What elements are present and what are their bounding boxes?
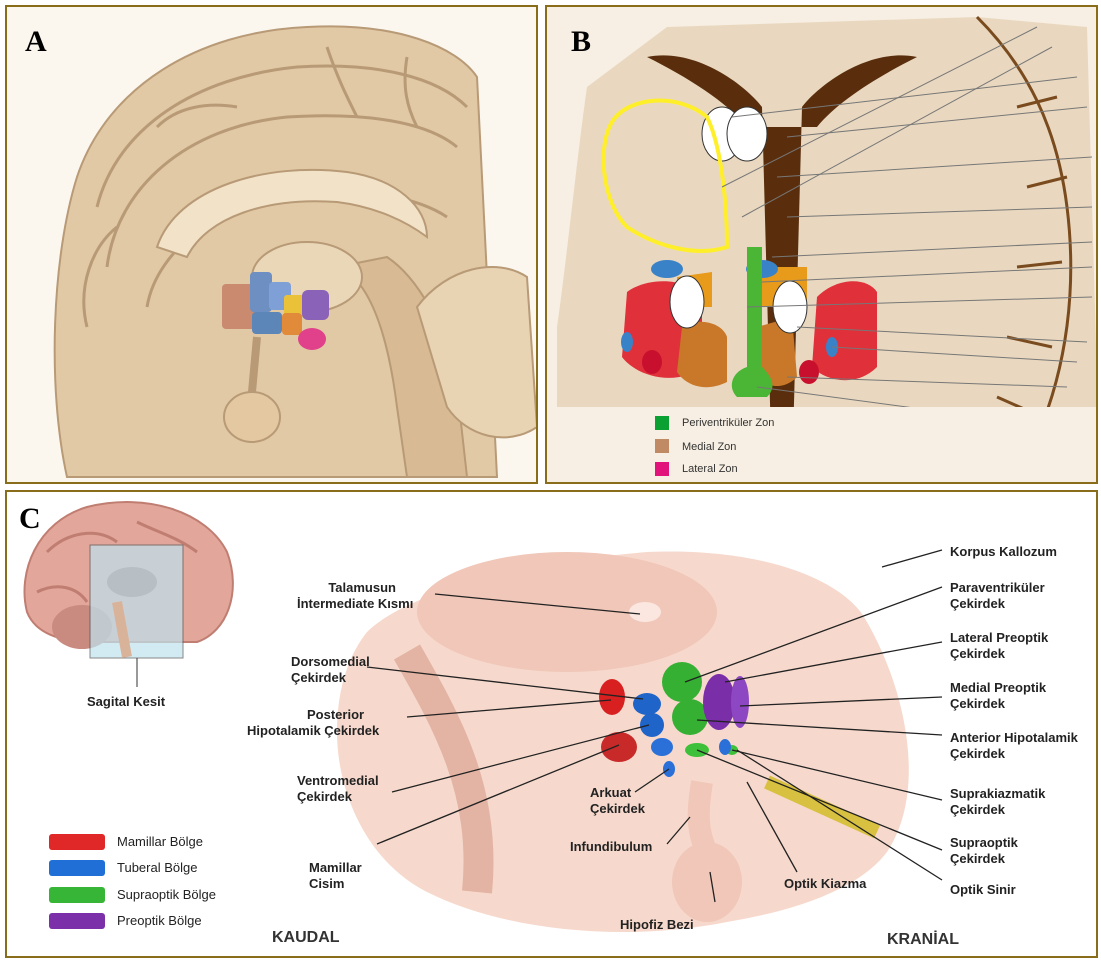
legend-swatch-periventricular xyxy=(655,416,669,430)
direction-kranial: KRANİAL xyxy=(887,931,959,949)
legend-swatch-medial xyxy=(655,439,669,453)
region-swatch-mamillar xyxy=(49,834,105,850)
panel-b: B Periventriküler Zon Medial Zon Lateral… xyxy=(545,5,1098,484)
label-korpus-kallozum: Korpus Kallozum xyxy=(950,544,1057,560)
label-posterior-line1: Posterior xyxy=(307,707,379,723)
label-paraventrikuler: Paraventriküler Çekirdek xyxy=(950,580,1045,612)
direction-kaudal: KAUDAL xyxy=(272,929,340,947)
label-anterior-hipotalamik: Anterior Hipotalamik Çekirdek xyxy=(950,730,1078,762)
label-hipofiz: Hipofiz Bezi xyxy=(620,917,694,933)
sagittal-brain-illustration xyxy=(7,7,538,484)
label-lateral-preoptik: Lateral Preoptik Çekirdek xyxy=(950,630,1048,662)
label-ventromedial: Ventromedial Çekirdek xyxy=(297,773,379,805)
legend-label-medial: Medial Zon xyxy=(682,441,736,453)
region-swatch-preoptik xyxy=(49,913,105,929)
label-suprakiazmatik-line2: Çekirdek xyxy=(950,802,1045,818)
label-medial-preoptik-line1: Medial Preoptik xyxy=(950,680,1046,696)
region-label-tuberal: Tuberal Bölge xyxy=(117,860,197,875)
label-arkuat: Arkuat Çekirdek xyxy=(590,785,645,817)
label-supraoptik-line1: Supraoptik xyxy=(950,835,1018,851)
legend-swatch-lateral xyxy=(655,462,669,476)
label-medial-preoptik-line2: Çekirdek xyxy=(950,696,1046,712)
label-medial-preoptik: Medial Preoptik Çekirdek xyxy=(950,680,1046,712)
region-label-supraoptik: Supraoptik Bölge xyxy=(117,887,216,902)
label-supraoptik: Supraoptik Çekirdek xyxy=(950,835,1018,867)
label-suprakiazmatik-line1: Suprakiazmatik xyxy=(950,786,1045,802)
label-arkuat-line2: Çekirdek xyxy=(590,801,645,817)
panel-c-letter: C xyxy=(19,502,41,536)
label-dorsomedial-line2: Çekirdek xyxy=(291,670,370,686)
legend-label-lateral: Lateral Zon xyxy=(682,463,738,475)
legend-label-periventricular: Periventriküler Zon xyxy=(682,417,774,429)
label-lateral-preoptik-line1: Lateral Preoptik xyxy=(950,630,1048,646)
label-suprakiazmatik: Suprakiazmatik Çekirdek xyxy=(950,786,1045,818)
label-posterior-line2: Hipotalamik Çekirdek xyxy=(247,723,379,739)
label-dorsomedial: Dorsomedial Çekirdek xyxy=(291,654,370,686)
region-label-mamillar: Mamillar Bölge xyxy=(117,834,203,849)
label-anterior-line2: Çekirdek xyxy=(950,746,1078,762)
label-talamus-line2: İntermediate Kısmı xyxy=(297,596,413,612)
label-posterior: Posterior Hipotalamik Çekirdek xyxy=(247,707,379,739)
label-talamus-line1: Talamusun xyxy=(311,580,413,596)
label-paraventrikuler-line1: Paraventriküler xyxy=(950,580,1045,596)
region-label-preoptik: Preoptik Bölge xyxy=(117,913,202,928)
label-mamillar-line1: Mamillar xyxy=(309,860,362,876)
label-lateral-preoptik-line2: Çekirdek xyxy=(950,646,1048,662)
label-anterior-line1: Anterior Hipotalamik xyxy=(950,730,1078,746)
label-infundibulum: Infundibulum xyxy=(570,839,652,855)
panel-a-letter: A xyxy=(25,25,47,59)
label-paraventrikuler-line2: Çekirdek xyxy=(950,596,1045,612)
label-supraoptik-line2: Çekirdek xyxy=(950,851,1018,867)
region-swatch-tuberal xyxy=(49,860,105,876)
label-talamus: Talamusun İntermediate Kısmı xyxy=(311,580,413,612)
label-mamillar-line2: Cisim xyxy=(309,876,362,892)
label-optik-kiazma: Optik Kiazma xyxy=(784,876,866,892)
panel-c: C Sagital Kesit Mamillar Bölge Tuberal B… xyxy=(5,490,1098,958)
label-optik-sinir: Optik Sinir xyxy=(950,882,1016,898)
label-dorsomedial-line1: Dorsomedial xyxy=(291,654,370,670)
panel-b-letter: B xyxy=(571,25,591,59)
inset-brain-icon xyxy=(25,502,233,687)
inset-caption: Sagital Kesit xyxy=(87,694,165,710)
label-ventromedial-line2: Çekirdek xyxy=(297,789,379,805)
label-mamillar-cisim: Mamillar Cisim xyxy=(309,860,362,892)
label-ventromedial-line1: Ventromedial xyxy=(297,773,379,789)
coronal-brain-section xyxy=(547,7,1098,484)
panel-a: A xyxy=(5,5,538,484)
label-arkuat-line1: Arkuat xyxy=(590,785,645,801)
region-swatch-supraoptik xyxy=(49,887,105,903)
